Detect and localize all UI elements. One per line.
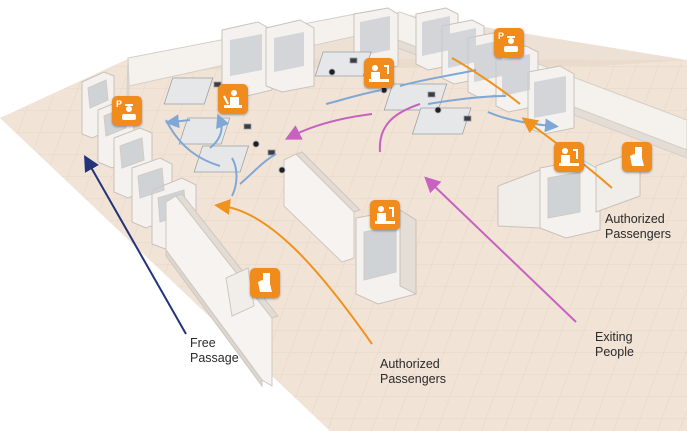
center-booth (355, 209, 417, 305)
exiting-arrow-branch (284, 113, 373, 140)
free-passage-label-line1: Free (190, 336, 216, 350)
parking-officer-icon: P (112, 96, 142, 126)
officer-document-icon (554, 142, 584, 172)
document-hand-icon (622, 142, 652, 172)
authorized-right-line1: Authorized (605, 212, 665, 226)
authorized-bottom-line2: Passengers (380, 372, 447, 386)
officer-document-icon (370, 200, 400, 230)
authorized-arrow-top (451, 57, 521, 105)
authorized-passengers-label-right: Authorized Passengers (605, 212, 671, 242)
free-passage-arrow (84, 155, 187, 335)
middle-partition (283, 151, 361, 263)
exiting-people-label: Exiting People (595, 330, 634, 360)
authorized-right-line2: Passengers (605, 227, 672, 241)
svg-text:P: P (498, 31, 504, 41)
free-passage-label: Free Passage (190, 336, 239, 366)
exiting-line1: Exiting (595, 330, 633, 344)
parking-officer-icon: P (494, 28, 524, 58)
exiting-line2: People (595, 345, 634, 359)
authorized-arrow-bottom (214, 199, 373, 345)
officer-document-icon (218, 84, 248, 114)
desk-clusters (163, 51, 472, 174)
exiting-arrow-split (378, 103, 421, 153)
officer-document-icon (364, 58, 394, 88)
authorized-bottom-line1: Authorized (380, 357, 440, 371)
svg-text:P: P (116, 99, 122, 109)
authorized-passengers-label-bottom: Authorized Passengers (380, 357, 446, 387)
exiting-arrow-main (424, 176, 577, 323)
free-passage-label-line2: Passage (190, 351, 239, 365)
small-wall (225, 267, 255, 317)
internal-flow-lines (165, 69, 559, 197)
document-hand-icon (250, 268, 280, 298)
